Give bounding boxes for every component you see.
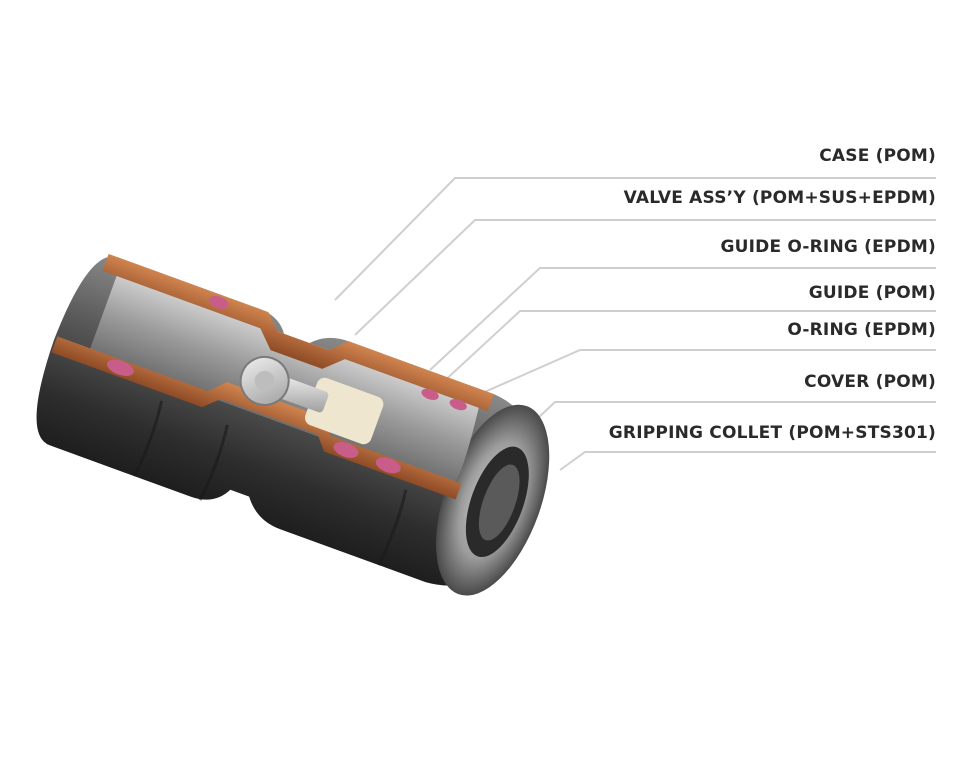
case-section-top bbox=[102, 253, 494, 412]
seal-5 bbox=[421, 388, 439, 400]
body-grooves bbox=[132, 400, 408, 566]
seal-4 bbox=[375, 457, 401, 474]
label-o-ring: O-RING (EPDM) bbox=[787, 320, 936, 340]
collet-section-bottom bbox=[51, 336, 462, 500]
valve-head-center bbox=[254, 370, 275, 391]
label-guide-o-ring: GUIDE O-RING (EPDM) bbox=[720, 237, 936, 257]
seal-3 bbox=[333, 441, 359, 458]
leader-line-case bbox=[334, 177, 936, 301]
seals bbox=[107, 295, 467, 474]
leader-line-valve bbox=[354, 219, 936, 336]
label-cover: COVER (POM) bbox=[804, 372, 936, 392]
connector-body bbox=[36, 253, 550, 596]
label-guide: GUIDE (POM) bbox=[808, 283, 936, 303]
label-case: CASE (POM) bbox=[819, 146, 936, 166]
label-gripping-collet: GRIPPING COLLET (POM+STS301) bbox=[608, 423, 936, 443]
leader-line-guide-oring bbox=[429, 267, 936, 371]
leader-line-oring bbox=[454, 349, 936, 406]
label-valve-assembly: VALVE ASS’Y (POM+SUS+EPDM) bbox=[623, 188, 936, 208]
leader-line-collet bbox=[559, 451, 936, 471]
leader-lines bbox=[334, 177, 936, 471]
leader-line-guide bbox=[439, 310, 936, 386]
seal-1 bbox=[107, 359, 134, 376]
seal-6 bbox=[449, 398, 467, 411]
end-bore-inner bbox=[478, 464, 520, 541]
seal-2 bbox=[209, 295, 229, 310]
